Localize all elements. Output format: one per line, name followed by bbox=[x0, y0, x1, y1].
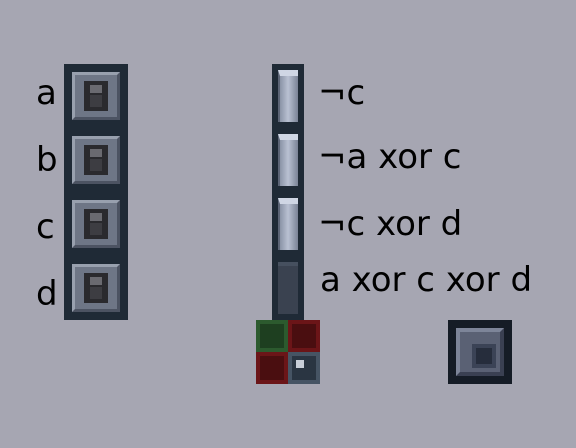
output-label-2: ¬a xor c bbox=[318, 137, 462, 177]
output-label-3: ¬c xor d bbox=[318, 204, 463, 244]
lever-switch-icon bbox=[84, 145, 108, 175]
lamp-not-c bbox=[278, 70, 298, 122]
output-label-4: a xor c xor d bbox=[320, 260, 533, 300]
indicator-grey-cell bbox=[288, 352, 320, 384]
lamp-a-xor-c-xor-d bbox=[278, 262, 298, 314]
switch-a[interactable] bbox=[70, 70, 122, 122]
status-indicator-icon bbox=[256, 320, 320, 384]
input-label-a: a bbox=[36, 73, 57, 113]
input-switch-column bbox=[64, 64, 128, 320]
indicator-red-cell bbox=[256, 352, 288, 384]
lamp-not-c-xor-d bbox=[278, 198, 298, 250]
indicator-red-cell bbox=[288, 320, 320, 352]
output-label-1: ¬c bbox=[318, 73, 366, 113]
switch-c[interactable] bbox=[70, 198, 122, 250]
input-label-b: b bbox=[36, 140, 58, 180]
input-label-d: d bbox=[36, 274, 58, 314]
switch-d[interactable] bbox=[70, 262, 122, 314]
indicator-green-cell bbox=[256, 320, 288, 352]
lamp-not-a-xor-c bbox=[278, 134, 298, 186]
output-lamp-column bbox=[272, 64, 304, 320]
lever-switch-icon bbox=[84, 209, 108, 239]
lever-switch-icon bbox=[84, 273, 108, 303]
switch-b[interactable] bbox=[70, 134, 122, 186]
input-label-c: c bbox=[36, 207, 55, 247]
lever-switch-icon bbox=[84, 81, 108, 111]
square-button-icon[interactable] bbox=[448, 320, 512, 384]
